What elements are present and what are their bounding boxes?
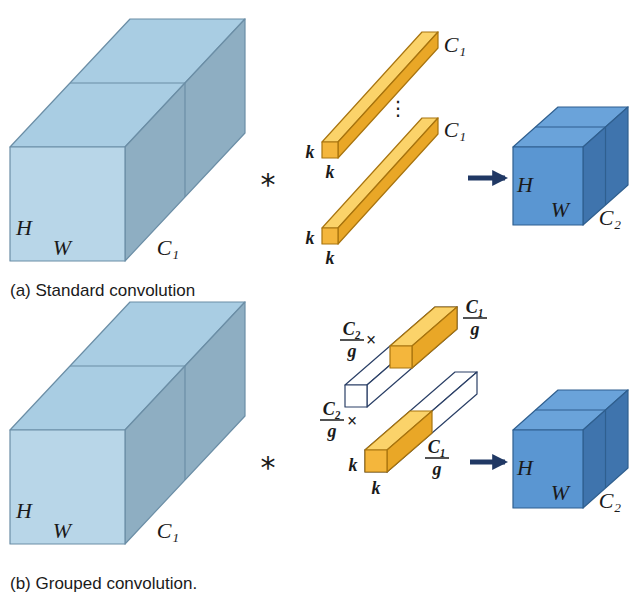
group-bar-front (365, 450, 387, 472)
input-tensor-front (10, 430, 125, 544)
kernel-size: k (349, 456, 358, 474)
subfigure-caption: (a) Standard convolution (10, 282, 195, 299)
channel-label: C₁ (444, 34, 466, 56)
width-label: W (53, 520, 71, 542)
fraction-bar (425, 457, 449, 459)
output-tensor-front (513, 430, 583, 508)
width-label: W (551, 482, 569, 504)
input-tensor-front (10, 147, 125, 261)
group-kernel-side (412, 307, 457, 368)
fraction-denominator: g (348, 342, 357, 360)
fraction-bar (320, 419, 344, 421)
fraction-numerator: C₂ (343, 320, 361, 338)
input-tensor-divider (70, 83, 185, 197)
fraction-numerator: C₁ (466, 298, 484, 316)
kernel-bar-front (322, 228, 338, 244)
kernel-size: k (306, 229, 315, 247)
height-label: H (517, 174, 533, 196)
times-sign: × (347, 412, 357, 430)
input-tensor-divider (70, 366, 185, 480)
group-bar-front (345, 385, 367, 407)
kernel-size: k (326, 163, 335, 181)
fraction-denominator: g (471, 320, 480, 338)
kernel-size: k (326, 249, 335, 267)
fraction-denominator: g (433, 460, 442, 478)
group-kernel-front (390, 346, 412, 368)
group-kernel-side (387, 411, 432, 472)
ellipsis: ⋮ (388, 98, 408, 118)
width-label: W (551, 199, 569, 221)
fraction-bar (463, 317, 487, 319)
subfigure-caption: (b) Grouped convolution. (10, 575, 197, 592)
channel-label: C₁ (444, 119, 466, 141)
group-kernel-front (365, 450, 387, 472)
fraction-numerator: C₁ (428, 438, 446, 456)
output-tensor-divider (536, 410, 606, 488)
kernel-size: k (306, 143, 315, 161)
height-label: H (517, 457, 533, 479)
convolution-operator: * (261, 170, 276, 200)
channel-label: C₁ (157, 520, 179, 542)
output-tensor-divider (536, 127, 606, 205)
width-label: W (53, 237, 71, 259)
output-arrow (470, 460, 505, 465)
output-arrow (468, 176, 505, 181)
times-sign: × (366, 331, 376, 349)
fraction-numerator: C₂ (323, 400, 341, 418)
fraction-denominator: g (328, 422, 337, 440)
height-label: H (16, 217, 32, 239)
channel-label: C₂ (599, 490, 621, 512)
kernel-size: k (372, 479, 381, 497)
kernel-bar-front (322, 142, 338, 158)
channel-label: C₁ (157, 237, 179, 259)
channel-label: C₂ (599, 207, 621, 229)
fraction-bar (340, 339, 364, 341)
kernel-bar-side (338, 118, 438, 244)
convolution-operator: * (261, 453, 276, 483)
height-label: H (16, 500, 32, 522)
kernel-bar-top (322, 118, 438, 228)
output-tensor-front (513, 147, 583, 225)
